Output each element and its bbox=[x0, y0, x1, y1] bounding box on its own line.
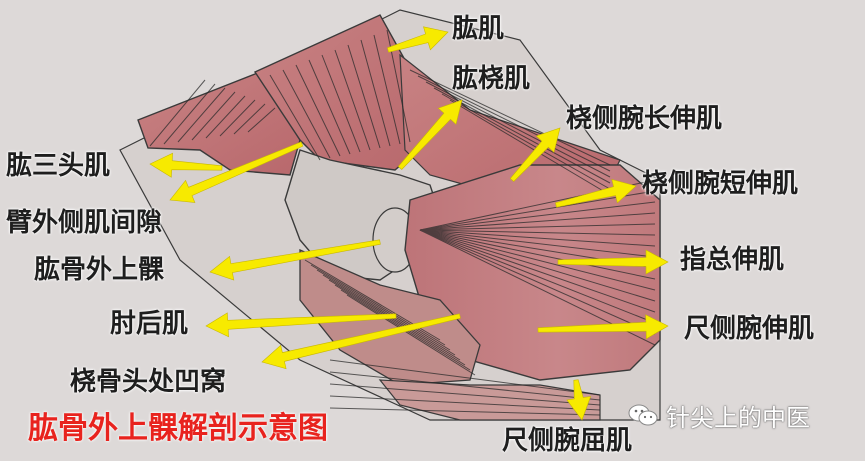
watermark: 针尖上的中医 bbox=[628, 398, 810, 432]
label-radial-head-fossa: 桡骨头处凹窝 bbox=[70, 369, 226, 395]
label-ecrl: 桡侧腕长伸肌 bbox=[566, 106, 722, 132]
label-triceps: 肱三头肌 bbox=[6, 153, 110, 179]
label-edc: 指总伸肌 bbox=[680, 247, 784, 273]
watermark-text: 针尖上的中医 bbox=[666, 398, 810, 433]
label-lateral-septum: 臂外侧肌间隙 bbox=[6, 210, 162, 236]
label-fcu: 尺侧腕屈肌 bbox=[502, 428, 632, 454]
label-anconeus: 肘后肌 bbox=[110, 311, 188, 337]
label-lateral-epicondyle: 肱骨外上髁 bbox=[34, 257, 164, 283]
label-brachioradialis: 肱桡肌 bbox=[452, 66, 530, 92]
diagram-title: 肱骨外上髁解剖示意图 bbox=[28, 414, 328, 444]
label-ecrb: 桡侧腕短伸肌 bbox=[642, 171, 798, 197]
wechat-icon bbox=[628, 403, 658, 427]
label-brachialis: 肱肌 bbox=[452, 16, 504, 42]
label-ecu: 尺侧腕伸肌 bbox=[684, 316, 814, 342]
